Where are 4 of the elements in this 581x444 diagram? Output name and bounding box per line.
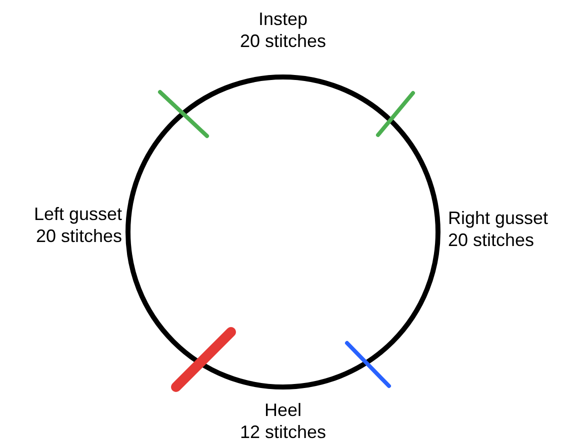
section-label: Left gusset 20 stitches — [34, 203, 122, 247]
section-label: Instep 20 stitches — [240, 8, 326, 52]
section-label: Right gusset 20 stitches — [448, 207, 548, 251]
section-label: Heel 12 stitches — [240, 399, 326, 443]
